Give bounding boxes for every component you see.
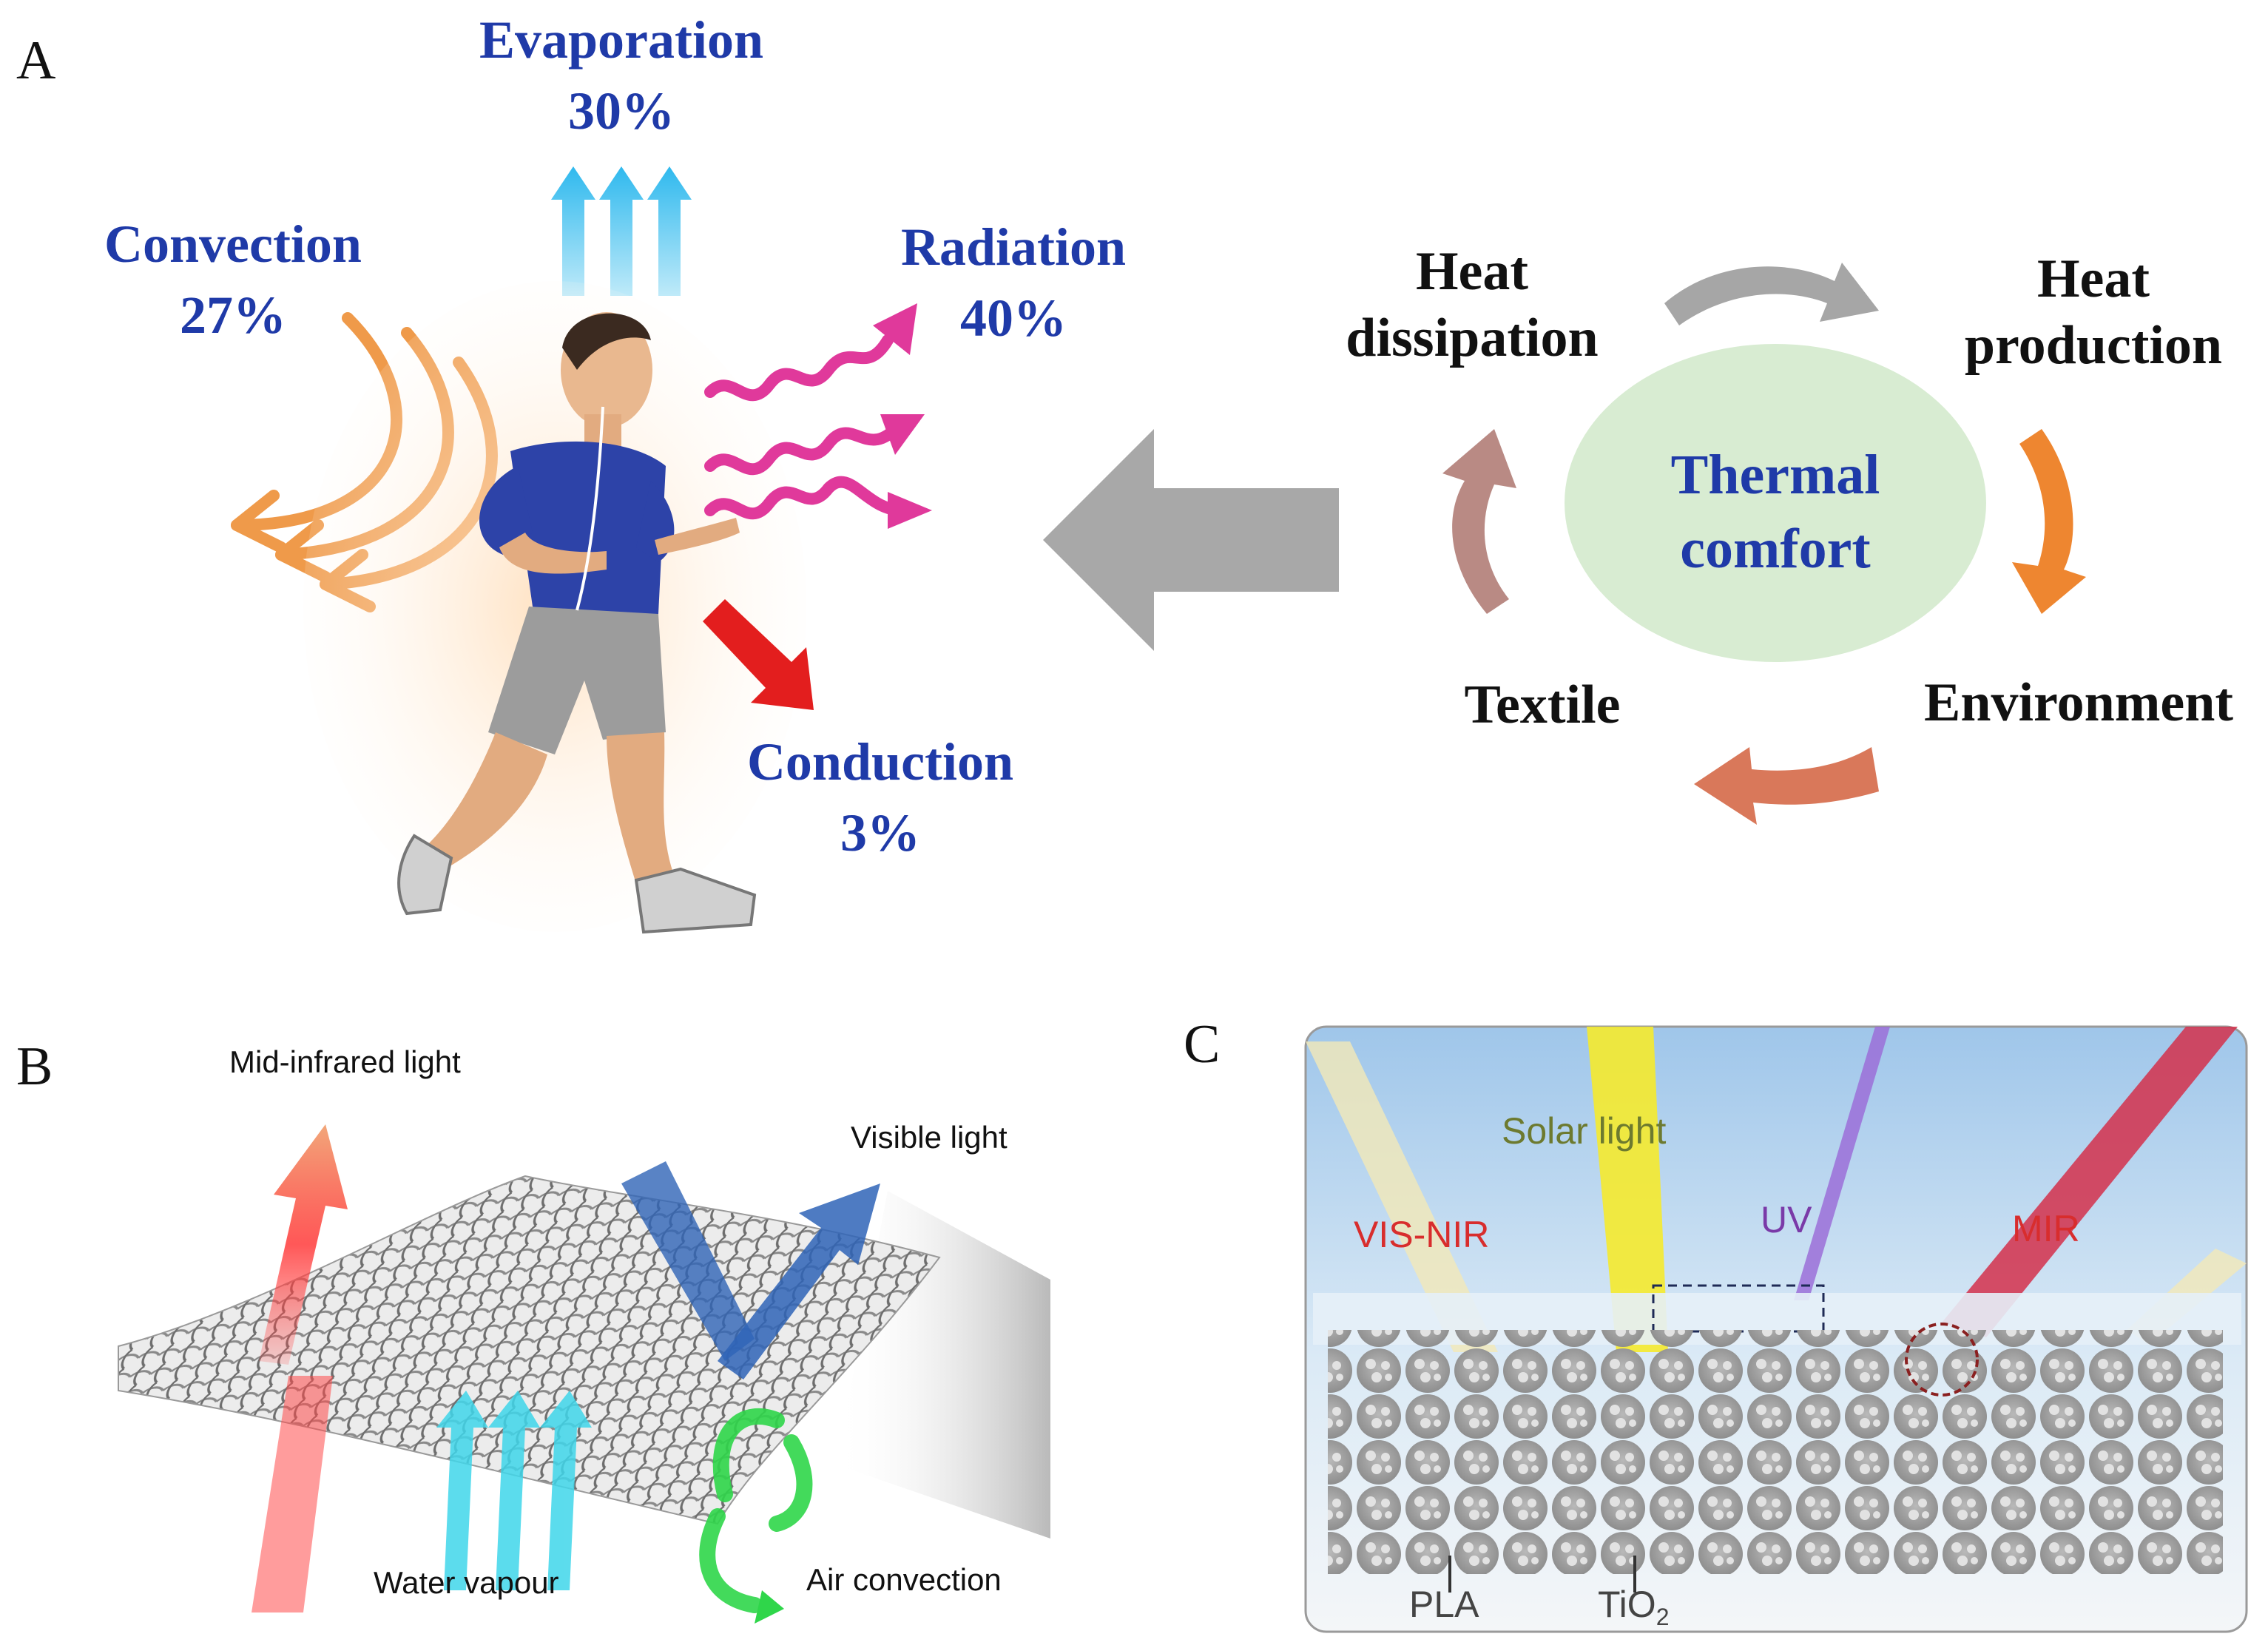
heat-production-line1: Heat — [2036, 249, 2150, 309]
mid-infrared-label: Mid-infrared light — [229, 1044, 461, 1079]
evaporation-value: 30% — [568, 81, 675, 141]
evaporation-arrows — [551, 166, 692, 296]
tio2-label: TiO2 — [1598, 1583, 1669, 1631]
mid-infrared-arrow — [252, 1124, 348, 1612]
heat-dissipation-line2: dissipation — [1346, 308, 1599, 368]
radiation-label: Radiation 40% — [843, 212, 1184, 354]
textile-label: Textile — [1464, 675, 1621, 735]
water-vapour-label: Water vapour — [374, 1565, 559, 1600]
cycle-arrow-bottom — [1694, 747, 1879, 825]
runner-figure — [303, 281, 806, 934]
water-vapour-arrows — [436, 1391, 592, 1590]
heat-production-line2: production — [1964, 315, 2223, 376]
evaporation-title: Evaporation — [479, 10, 764, 70]
vis-nir-label: VIS-NIR — [1354, 1214, 1490, 1255]
panel-b-letter: B — [16, 1036, 53, 1097]
panel-a-letter: A — [16, 30, 56, 91]
heat-dissipation-line1: Heat — [1415, 241, 1529, 302]
big-gray-arrow — [1043, 429, 1339, 651]
convection-value: 27% — [180, 286, 286, 345]
convection-label: Convection 27% — [67, 209, 399, 351]
tio2-base: TiO — [1598, 1584, 1656, 1625]
heat-dissipation-label: Heat dissipation — [1302, 238, 1642, 371]
solar-scene — [1304, 1025, 2248, 1633]
panel-c-letter: C — [1184, 1014, 1221, 1075]
radiation-arrows — [704, 303, 932, 529]
solar-light-label: Solar light — [1502, 1110, 1667, 1152]
thermal-comfort-label: Thermal comfort — [1598, 438, 1953, 586]
conduction-value: 3% — [840, 803, 920, 862]
cycle-arrow-top — [1664, 263, 1879, 325]
thermal-comfort-line1: Thermal — [1670, 444, 1880, 506]
conduction-label: Conduction 3% — [710, 726, 1050, 868]
visible-light-arrow — [621, 1161, 880, 1379]
environment-label: Environment — [1923, 672, 2234, 733]
evaporation-label: Evaporation 30% — [444, 4, 799, 146]
radiation-value: 40% — [960, 288, 1067, 348]
cycle-arrow-right — [2012, 429, 2086, 614]
convection-title: Convection — [104, 215, 362, 274]
cycle-arrow-left — [1442, 429, 1516, 614]
air-convection-arrows — [699, 1408, 813, 1624]
thermal-comfort-ellipse — [1565, 344, 1986, 662]
mir-label: MIR — [2012, 1208, 2080, 1249]
conduction-title: Conduction — [746, 732, 1014, 791]
visible-light-label: Visible light — [851, 1120, 1008, 1155]
heat-production-label: Heat production — [1923, 246, 2264, 379]
air-convection-label: Air convection — [806, 1562, 1002, 1597]
conduction-arrow — [703, 599, 814, 710]
pla-label: PLA — [1409, 1584, 1479, 1625]
tio2-sub: 2 — [1656, 1604, 1670, 1630]
uv-label: UV — [1761, 1199, 1812, 1240]
thermal-comfort-line2: comfort — [1680, 518, 1871, 580]
radiation-title: Radiation — [900, 217, 1127, 277]
